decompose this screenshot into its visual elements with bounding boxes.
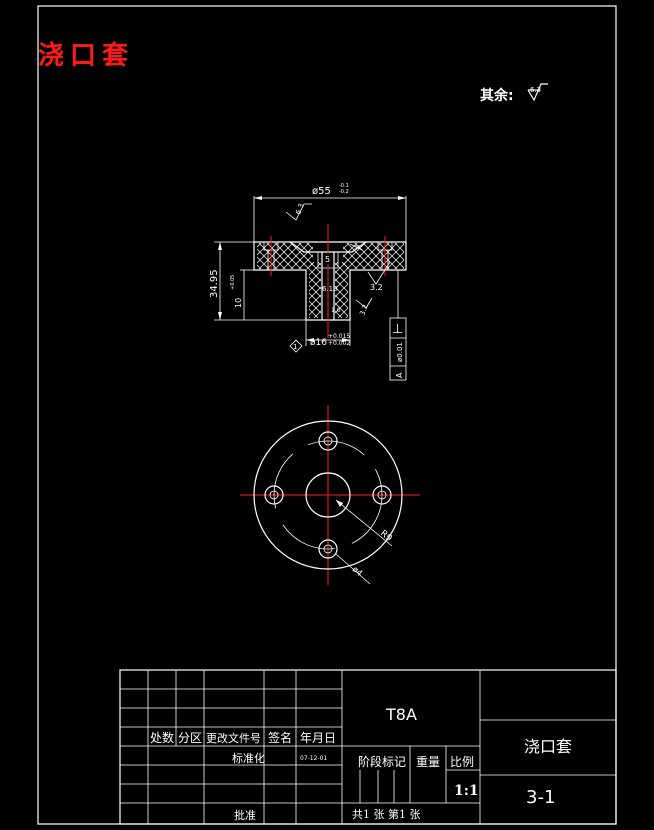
approve-label: 批准 (234, 808, 256, 822)
col-sign: 签名 (268, 730, 292, 745)
col-fenqu: 分区 (178, 731, 202, 745)
sheets-label: 共1 张 第1 张 (352, 807, 421, 821)
date-value: 07-12-01 (300, 755, 327, 762)
dim-ra-shaft: 3.2 (358, 303, 369, 316)
drawing-border (37, 5, 617, 825)
stage-label: 阶段标记 (358, 754, 406, 769)
dim-shaft-tol-upper: +0.015 (328, 333, 350, 340)
datum-marker-icon (289, 339, 303, 353)
perp-symbol: ⊥ (392, 322, 403, 337)
surface-note: 其余: (480, 87, 514, 104)
part-name: 浇口套 (524, 737, 572, 756)
dim-shaft-tol-lower: +0.002 (328, 340, 350, 347)
dim-total-height: 34.95 (209, 269, 220, 298)
dim-thread: 5 (325, 255, 330, 264)
dim-small-note: 30° (354, 245, 363, 251)
top-view: R9 ø4 (240, 405, 420, 585)
material: T8A (385, 705, 417, 724)
scale: 1:1 (454, 783, 479, 799)
col-change: 更改文件号 (206, 731, 261, 745)
bolt-holes (264, 431, 392, 559)
dim-hole: ø4 (351, 565, 364, 578)
weight-label: 重量 (416, 755, 440, 769)
dim-top-tol-upper: -0.1 (339, 183, 349, 189)
ra-top: 6.3 (294, 202, 305, 215)
title-block: T8A 浇口套 3-1 1:1 处数 分区 更改文件号 签名 年月日 标准化 0… (119, 669, 617, 825)
standard-label: 标准化 (232, 751, 265, 765)
section-view: ø55 -0.1 -0.2 6.3 34.95 10 +0.05 5 6.10 … (209, 183, 407, 381)
dim-ra-center: 1.6 (331, 307, 341, 314)
dim-bore: 6.10 (322, 285, 338, 293)
dim-shaft-diameter: ø16 (310, 338, 327, 348)
dim-flange-tol: +0.05 (230, 275, 236, 290)
dim-top-tol-lower: -0.2 (339, 189, 349, 195)
dim-top-diameter: ø55 (312, 186, 331, 197)
datum-ref: 1 (293, 343, 297, 351)
dim-radius: R9 (378, 529, 394, 545)
drawing-number: 3-1 (526, 787, 555, 808)
ratio-label: 比例 (450, 755, 474, 769)
perp-value: ø0.01 (396, 342, 404, 362)
roughness-symbol-icon (527, 83, 548, 102)
col-chushu: 处数 (150, 730, 174, 745)
col-date: 年月日 (300, 731, 336, 745)
red-title: 浇口套 (38, 41, 134, 71)
dim-ra-right: 3.2 (370, 283, 383, 292)
surface-note-value: 6.3 (530, 86, 541, 94)
dim-flange-height: 10 (234, 298, 243, 308)
perp-datum: A (395, 372, 404, 378)
